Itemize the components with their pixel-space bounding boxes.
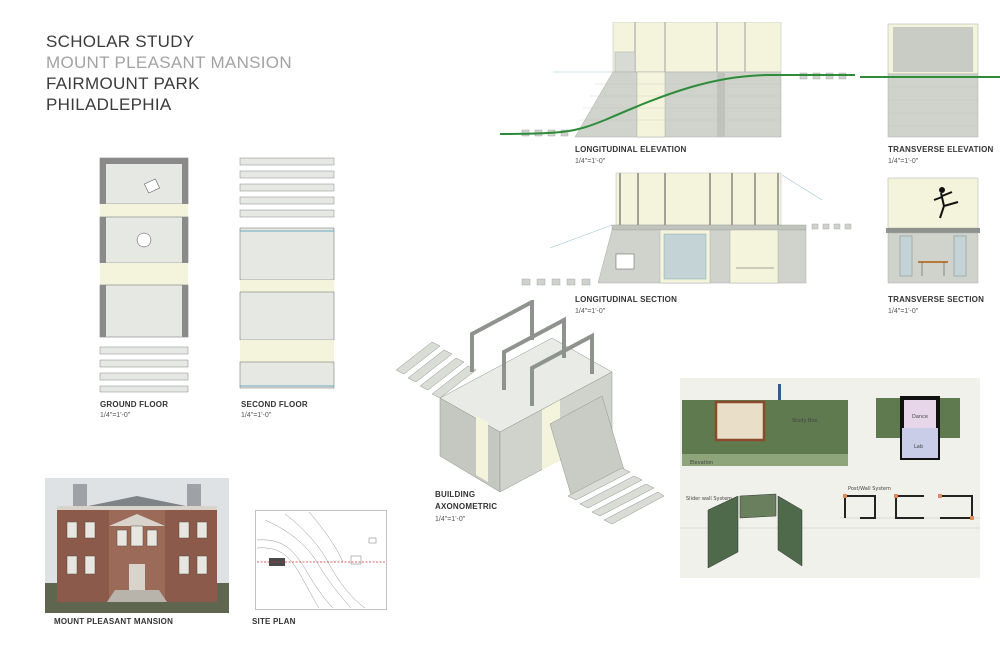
- sketch-post-wall-note: Post/Wall System: [848, 486, 891, 492]
- second-floor-label: SECOND FLOOR: [241, 400, 308, 409]
- site-plan-drawing: [255, 510, 387, 610]
- sketch-dance-note: Dance: [912, 414, 928, 420]
- longitudinal-elevation-scale: 1/4"=1'-0": [575, 158, 606, 165]
- title-park: FAIRMOUNT PARK: [46, 74, 200, 93]
- title-project: SCHOLAR STUDY: [46, 32, 195, 51]
- axonometric-label-line1: BUILDING: [435, 490, 476, 499]
- longitudinal-section-label: LONGITUDINAL SECTION: [575, 295, 678, 304]
- concept-sketch-collage: Study Box Elevation Dance Lab Slider wal…: [680, 378, 980, 578]
- sketch-elevation-note: Elevation: [690, 460, 713, 466]
- transverse-elevation-scale: 1/4"=1'-0": [888, 158, 919, 165]
- mount-pleasant-mansion-photo: [45, 478, 229, 613]
- ground-floor-scale: 1/4"=1'-0": [100, 412, 131, 419]
- dancer-figure: [933, 187, 959, 219]
- mansion-photo-label: MOUNT PLEASANT MANSION: [54, 617, 174, 626]
- transverse-section-label: TRANSVERSE SECTION: [888, 295, 985, 304]
- sketch-study-box-note: Study Box: [792, 418, 817, 424]
- title-site: MOUNT PLEASANT MANSION: [46, 53, 292, 72]
- longitudinal-elevation-drawing: [499, 22, 855, 138]
- transverse-elevation-drawing: [860, 23, 1000, 138]
- second-floor-plan: [239, 157, 335, 389]
- longitudinal-section-scale: 1/4"=1'-0": [575, 308, 606, 315]
- site-plan-label: SITE PLAN: [252, 617, 296, 626]
- building-axonometric-drawing: [395, 300, 664, 525]
- longitudinal-section-drawing: [521, 172, 852, 286]
- transverse-elevation-label: TRANSVERSE ELEVATION: [888, 145, 994, 154]
- ground-floor-label: GROUND FLOOR: [100, 400, 169, 409]
- transverse-section-drawing: [886, 177, 980, 284]
- second-floor-scale: 1/4"=1'-0": [241, 412, 272, 419]
- sketch-lab-note: Lab: [914, 444, 923, 450]
- axonometric-label-line2: AXONOMETRIC: [435, 502, 498, 511]
- title-city: PHILADLEPHIA: [46, 95, 172, 114]
- title-block: SCHOLAR STUDY MOUNT PLEASANT MANSION FAI…: [46, 31, 292, 115]
- axonometric-scale: 1/4"=1'-0": [435, 516, 466, 523]
- ground-floor-plan: [99, 157, 189, 393]
- transverse-section-scale: 1/4"=1'-0": [888, 308, 919, 315]
- sketch-slider-wall-note: Slider wall System: [686, 496, 732, 502]
- longitudinal-elevation-label: LONGITUDINAL ELEVATION: [575, 145, 687, 154]
